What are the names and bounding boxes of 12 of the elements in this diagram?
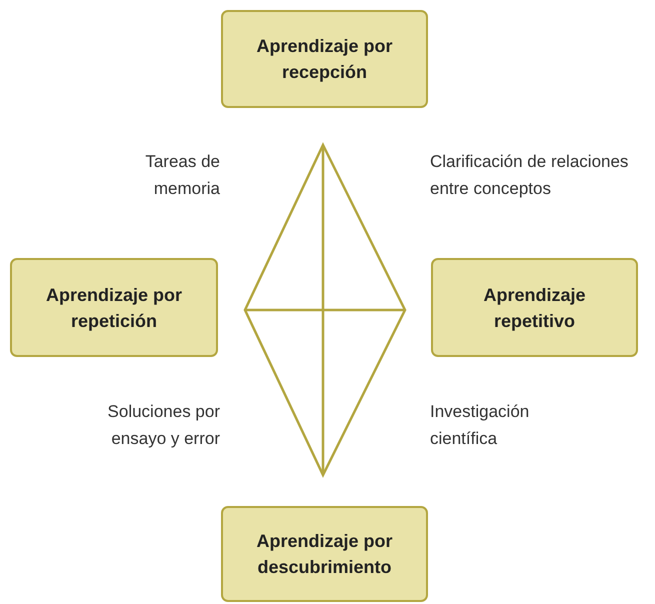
concept-title: Aprendizaje repetitivo: [482, 284, 587, 333]
quadrant-label: Investigación científica: [430, 401, 530, 450]
concept-title: Aprendizaje por descubrimiento: [255, 530, 394, 579]
concept-box: [10, 258, 218, 357]
concept-box: [221, 10, 428, 108]
quadrant-label: Tareas de memoria: [144, 151, 220, 200]
concept-box: [221, 506, 428, 602]
quadrant-label: Soluciones por ensayo y error: [106, 401, 220, 450]
concept-box: [431, 258, 638, 357]
quadrant-label: Clarificación de relaciones entre conceptos: [430, 151, 630, 200]
concept-title: Aprendizaje por repetición: [44, 284, 184, 333]
concept-title: Aprendizaje por recepción: [255, 35, 394, 84]
